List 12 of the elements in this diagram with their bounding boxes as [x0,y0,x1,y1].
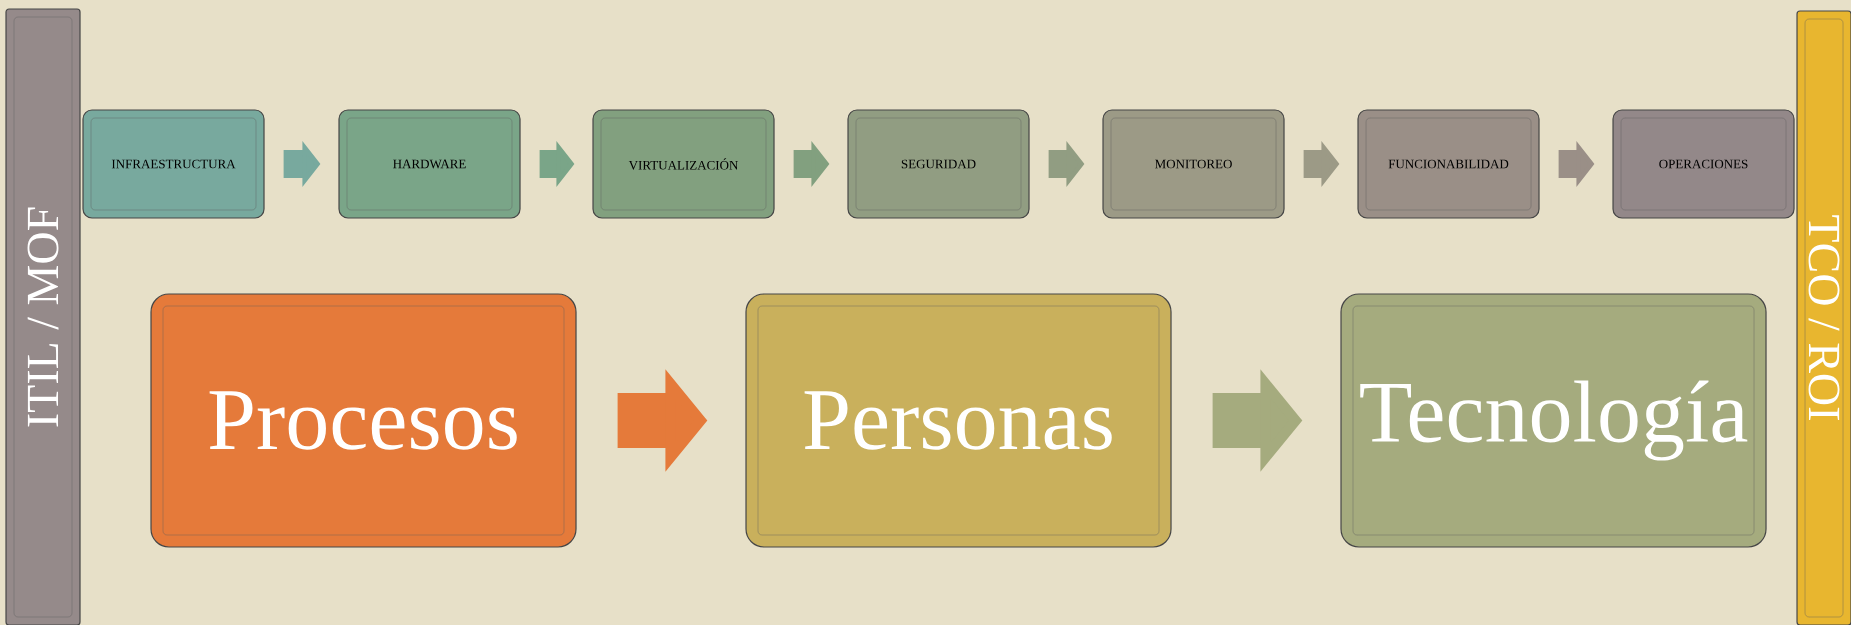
side-bar: ITIL / MOF [5,8,81,625]
process-box: MONITOREO [1102,109,1285,219]
pillar-box: Tecnología [1340,293,1767,548]
pillar-box: Personas [745,293,1172,548]
process-box: SEGURIDAD [847,109,1030,219]
process-box: OPERACIONES [1612,109,1795,219]
pillar-box: Procesos [150,293,577,548]
process-box: HARDWARE [338,109,521,219]
process-box: FUNCIONABILIDAD [1357,109,1540,219]
process-box: VIRTUALIZACIÓN [592,109,775,219]
process-box: INFRAESTRUCTURA [82,109,265,219]
side-bar: TCO / ROI [1796,10,1851,625]
